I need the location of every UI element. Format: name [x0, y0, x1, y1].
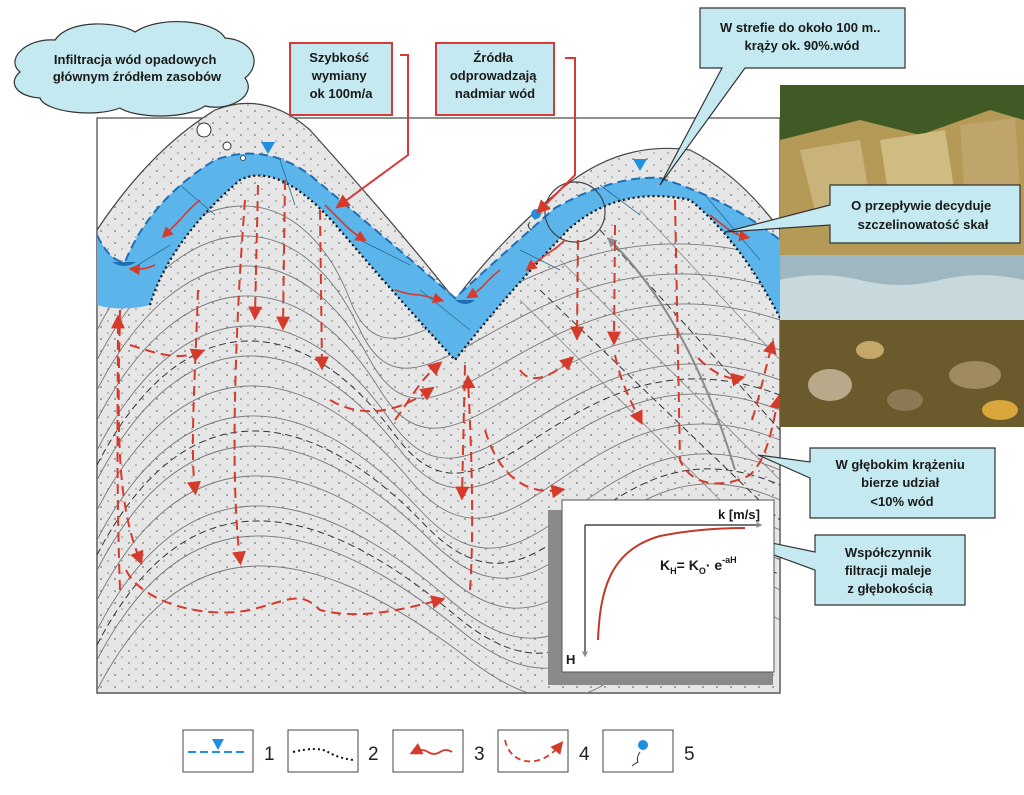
legend-item-5: 5: [603, 730, 695, 772]
photo-stream-rocks: [780, 85, 1024, 427]
legend-item-4: 4: [498, 730, 590, 772]
coefficient-line-1: Współczynnik: [845, 545, 932, 560]
legend-item-3: 3: [393, 730, 485, 772]
legend-number-1: 1: [264, 744, 275, 765]
exchange-rate-line-3: ok 100m/a: [310, 86, 374, 101]
legend: 1 2 3 4 5: [183, 730, 695, 772]
exchange-rate-line-1: Szybkość: [309, 50, 369, 65]
fractures-line-2: szczelinowatość skał: [858, 217, 989, 232]
coefficient-line-3: z głębokością: [847, 581, 933, 596]
deep-circulation-line-1: W głębokim krążeniu: [836, 457, 965, 472]
inset-x-label: k [m/s]: [718, 507, 760, 522]
deep-circulation-callout: W głębokim krążeniu bierze udział <10% w…: [758, 448, 995, 518]
springs-line-1: Źródła: [473, 50, 513, 65]
shallow-zone-line-1: W strefie do około 100 m..: [720, 20, 880, 35]
legend-number-4: 4: [579, 744, 590, 765]
legend-number-3: 3: [474, 744, 485, 765]
svg-text:Współczynnik filtracji m: Współczynnik filtracji maleje z głębokoś…: [845, 545, 935, 596]
deep-circulation-line-2: bierze udział: [861, 475, 939, 490]
shallow-zone-line-2: krąży ok. 90%.wód: [745, 38, 860, 53]
infiltration-line-2: głównym źródłem zasobów: [53, 69, 222, 84]
legend-item-2: 2: [288, 730, 379, 772]
exchange-rate-line-2: wymiany: [311, 68, 368, 83]
legend-number-2: 2: [368, 744, 379, 765]
fractures-line-1: O przepływie decyduje: [851, 198, 991, 213]
deep-circulation-line-3: <10% wód: [870, 494, 933, 509]
springs-line-3: nadmiar wód: [455, 86, 535, 101]
svg-text:Szybkość wymiany o: Szybkość wymiany ok 100m/a: [309, 50, 373, 101]
legend-item-1: 1: [183, 730, 275, 772]
inset-y-label: H: [566, 652, 575, 667]
coefficient-line-2: filtracji maleje: [845, 563, 932, 578]
springs-line-2: odprowadzają: [450, 68, 537, 83]
inset-graph: k [m/s] H KH= KO· e-aH: [548, 500, 774, 685]
infiltration-line-1: Infiltracja wód opadowych: [54, 52, 217, 67]
legend-number-5: 5: [684, 744, 695, 765]
